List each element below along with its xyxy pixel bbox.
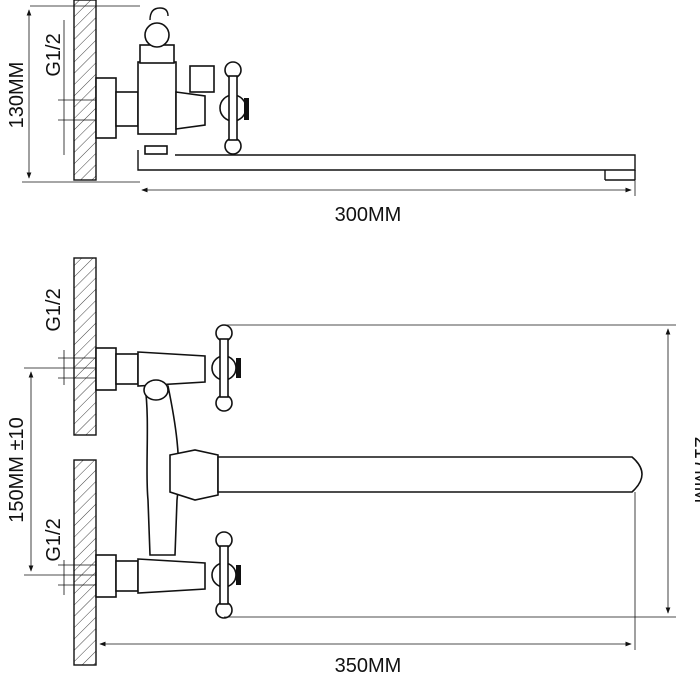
center-distance-label: 150MM ±10 <box>6 417 28 522</box>
top-view: 130MM G1/2 300MM <box>6 0 636 226</box>
wall-hatch <box>73 0 97 181</box>
height-dimension-label: 130MM <box>6 62 28 129</box>
upper-handle-icon <box>211 324 241 412</box>
height-dimension-label: 217MM <box>690 437 700 504</box>
lower-handle-icon <box>211 531 241 619</box>
thread-label: G1/2 <box>43 33 65 76</box>
lower-thread-label: G1/2 <box>43 518 65 561</box>
upper-wall-hatch <box>73 257 97 436</box>
spout-dimension-label: 350MM <box>335 655 402 676</box>
upper-thread-label: G1/2 <box>43 288 65 331</box>
spout-dimension-label: 300MM <box>335 204 402 226</box>
front-view: G1/2 G1/2 150MM ±10 <box>6 257 700 676</box>
lower-wall-hatch <box>73 459 97 666</box>
handle-icon <box>219 61 249 155</box>
